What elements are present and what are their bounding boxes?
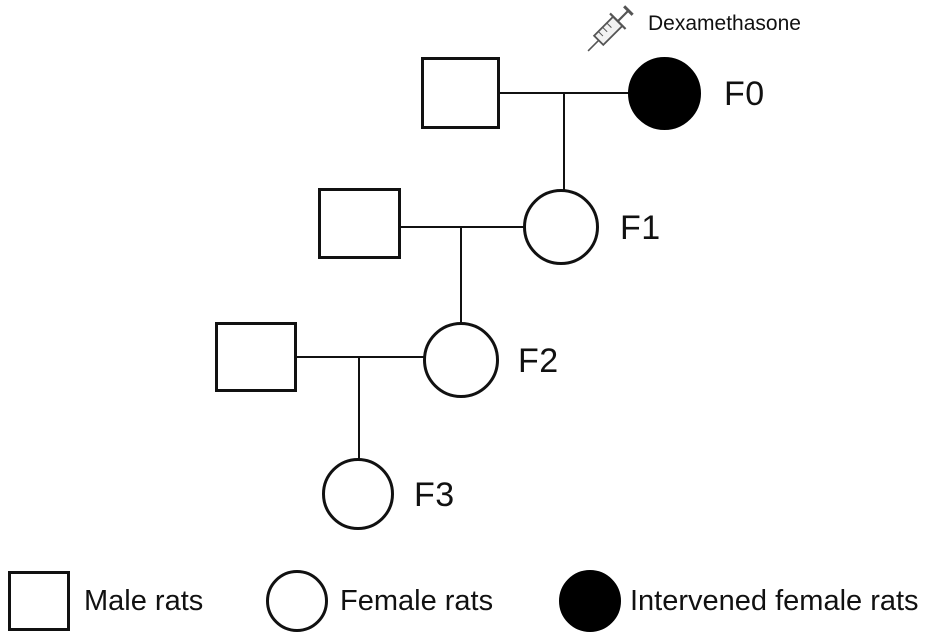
generation-label-f3: F3 — [414, 476, 455, 514]
legend-female-circle — [266, 570, 328, 632]
descent-line-f0-f1 — [563, 93, 565, 190]
male-square-f2 — [215, 322, 297, 392]
descent-line-f2-f3 — [358, 357, 360, 459]
syringe-icon — [576, 0, 644, 58]
intervention-label: Dexamethasone — [648, 12, 801, 35]
male-square-f1 — [318, 188, 401, 259]
legend-intervened-female-circle — [559, 570, 621, 632]
legend-label-female-rats: Female rats — [340, 585, 494, 617]
mating-line-f1 — [400, 226, 524, 228]
generation-label-f0: F0 — [724, 75, 765, 113]
generation-label-f2: F2 — [518, 342, 559, 380]
intervened-female-circle-f0 — [628, 57, 701, 130]
descent-line-f1-f2 — [460, 227, 462, 323]
legend-label-intervened-female-rats: Intervened female rats — [630, 585, 919, 617]
mating-line-f2 — [296, 356, 424, 358]
legend-male-square — [8, 571, 70, 631]
female-circle-f3 — [322, 458, 394, 530]
male-square-f0 — [421, 57, 500, 129]
female-circle-f1 — [523, 189, 599, 265]
legend-label-male-rats: Male rats — [84, 585, 204, 617]
female-circle-f2 — [423, 322, 499, 398]
generation-label-f1: F1 — [620, 209, 661, 247]
